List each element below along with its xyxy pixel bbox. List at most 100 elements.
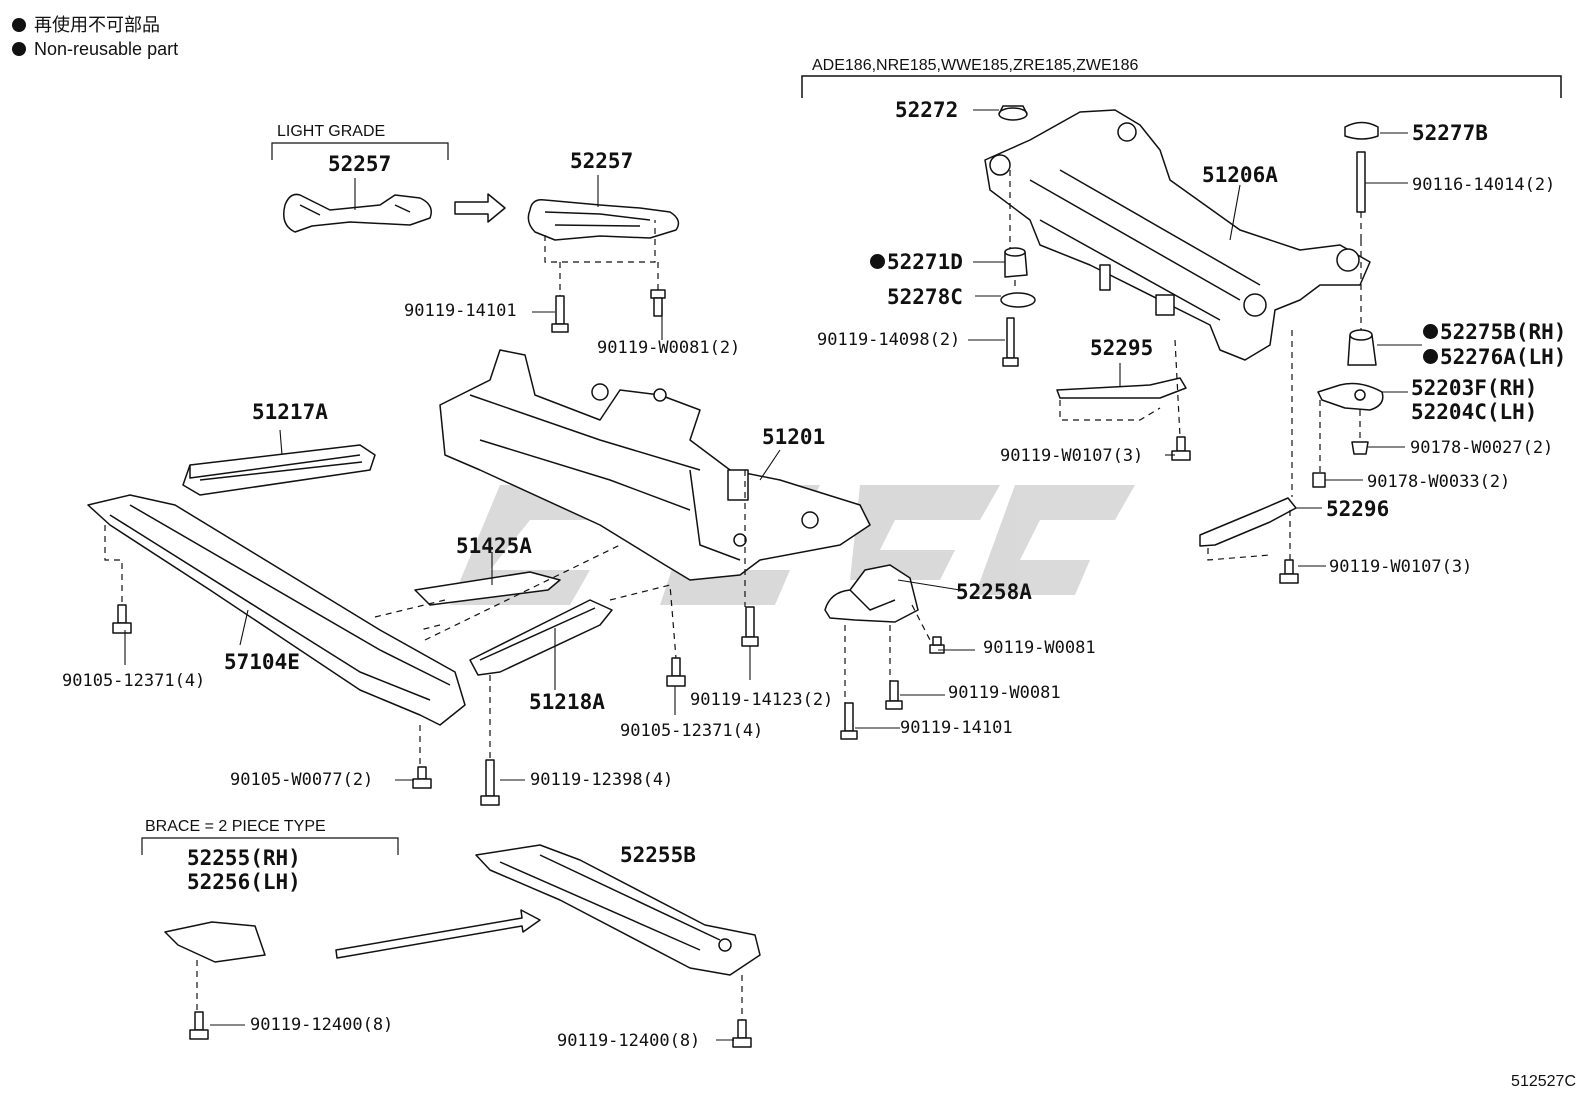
bolt-90119-14098 (1002, 317, 1019, 367)
label-90119-W0081-b[interactable]: 90119-W0081 (948, 683, 1061, 703)
part-52258A (824, 564, 919, 623)
label-90119-12400-b[interactable]: 90119-12400(8) (557, 1031, 701, 1051)
label-52276A[interactable]: 52276A(LH) (1423, 345, 1566, 369)
label-52204C[interactable]: 52204C(LH) (1411, 400, 1538, 424)
group-bracket-brace (141, 837, 399, 855)
part-51217A (182, 444, 376, 496)
bolt-90119-12400-right (732, 1019, 752, 1048)
part-52257 (527, 198, 680, 241)
legend-jp: 再使用不可部品 (12, 14, 160, 36)
label-52255-rh[interactable]: 52255(RH) (187, 846, 301, 870)
bolt-90119-W0081-a (929, 636, 945, 654)
label-57104E[interactable]: 57104E (224, 650, 300, 674)
bolt-90119-W0107-b (1279, 559, 1299, 584)
part-52255-52256 (164, 921, 266, 963)
group-label-models: ADE186,NRE185,WWE185,ZRE185,ZWE186 (812, 57, 1139, 74)
label-52275B-text: 52275B(RH) (1440, 320, 1567, 344)
part-51425A (414, 571, 561, 606)
bolt-90119-12398 (480, 759, 500, 806)
bolt-90119-12400-left (189, 1011, 209, 1040)
label-52256-lh[interactable]: 52256(LH) (187, 870, 301, 894)
alignment-lines (104, 170, 1362, 1020)
label-90119-14101-a[interactable]: 90119-14101 (404, 301, 517, 321)
diagram-code: 512527C (1511, 1073, 1576, 1090)
label-52296[interactable]: 52296 (1326, 497, 1390, 521)
label-90119-W0081-a[interactable]: 90119-W0081 (983, 638, 1096, 658)
legend-en-text: Non-reusable part (34, 39, 179, 59)
part-52255B (475, 844, 761, 976)
label-52276A-text: 52276A(LH) (1440, 345, 1567, 369)
label-52275B[interactable]: 52275B(RH) (1423, 320, 1566, 344)
label-51206A[interactable]: 51206A (1202, 163, 1278, 187)
label-90119-W0107-b[interactable]: 90119-W0107(3) (1329, 557, 1473, 577)
label-52255B[interactable]: 52255B (620, 843, 696, 867)
non-reusable-dot-icon (1423, 324, 1438, 339)
non-reusable-dot-icon (12, 18, 26, 32)
part-90178-W0033 (1312, 472, 1326, 488)
label-90119-W0107-a[interactable]: 90119-W0107(3) (1000, 446, 1144, 466)
legend-jp-text: 再使用不可部品 (34, 15, 160, 35)
label-52257-light[interactable]: 52257 (328, 152, 392, 176)
bolt-90119-14101-top (551, 295, 569, 333)
label-52295[interactable]: 52295 (1090, 336, 1154, 360)
label-90119-14098[interactable]: 90119-14098(2) (817, 330, 961, 350)
group-label-light-grade: LIGHT GRADE (277, 123, 386, 140)
leader-lines (124, 109, 1422, 1041)
part-90116-14014 (1356, 151, 1366, 213)
label-51217A[interactable]: 51217A (252, 400, 328, 424)
arrow-light-grade (454, 193, 506, 223)
bolt-90105-12371-center (666, 657, 686, 687)
part-90178-W0027 (1351, 441, 1369, 455)
bolt-90105-12371-left (112, 604, 132, 634)
label-90178-W0033[interactable]: 90178-W0033(2) (1367, 472, 1511, 492)
part-52278C (1000, 292, 1036, 308)
non-reusable-dot-icon (1423, 349, 1438, 364)
part-52296 (1199, 497, 1297, 547)
label-90105-12371-a[interactable]: 90105-12371(4) (62, 671, 206, 691)
label-90178-W0027[interactable]: 90178-W0027(2) (1410, 438, 1554, 458)
arrow-brace (335, 909, 541, 959)
label-90119-12398[interactable]: 90119-12398(4) (530, 770, 674, 790)
part-51218A (469, 599, 613, 676)
label-52258A[interactable]: 52258A (956, 580, 1032, 604)
label-90116-14014[interactable]: 90116-14014(2) (1412, 175, 1556, 195)
group-label-brace: BRACE = 2 PIECE TYPE (145, 818, 326, 835)
part-52295 (1056, 377, 1187, 399)
bolt-90119-W0081-b (885, 680, 903, 710)
part-52257-light-grade (283, 193, 432, 233)
bolt-90119-14101-b (840, 702, 858, 740)
label-90119-14101-b[interactable]: 90119-14101 (900, 718, 1013, 738)
label-52271D[interactable]: 52271D (870, 250, 963, 274)
bolt-90119-W0107-a (1171, 436, 1191, 461)
part-52271D (1004, 247, 1028, 278)
bolt-90119-W0081-top (650, 289, 666, 317)
part-52277B (1344, 121, 1379, 140)
bolt-90119-14123 (741, 606, 759, 647)
label-90119-14123[interactable]: 90119-14123(2) (690, 690, 834, 710)
part-51206A (984, 109, 1371, 361)
part-51201 (439, 349, 871, 581)
label-52257[interactable]: 52257 (570, 149, 634, 173)
non-reusable-dot-icon (870, 254, 885, 269)
label-52278C[interactable]: 52278C (887, 285, 963, 309)
label-52277B[interactable]: 52277B (1412, 121, 1488, 145)
label-51218A[interactable]: 51218A (529, 690, 605, 714)
label-51425A[interactable]: 51425A (456, 534, 532, 558)
label-90105-12371-b[interactable]: 90105-12371(4) (620, 721, 764, 741)
label-52271D-text: 52271D (887, 250, 963, 274)
part-52275B-52276A (1347, 329, 1377, 366)
non-reusable-dot-icon (12, 42, 26, 56)
part-57104E (87, 494, 466, 726)
group-bracket-light-grade (271, 142, 449, 160)
label-52272[interactable]: 52272 (895, 98, 959, 122)
part-52272 (998, 105, 1028, 121)
label-52203F[interactable]: 52203F(RH) (1411, 376, 1538, 400)
label-90119-12400-a[interactable]: 90119-12400(8) (250, 1015, 394, 1035)
label-90105-W0077[interactable]: 90105-W0077(2) (230, 770, 374, 790)
bolt-90105-W0077 (412, 766, 432, 789)
label-51201[interactable]: 51201 (762, 425, 826, 449)
label-90119-W0081-2[interactable]: 90119-W0081(2) (597, 338, 741, 358)
group-bracket-models (801, 75, 1562, 98)
legend-en: Non-reusable part (12, 38, 178, 60)
